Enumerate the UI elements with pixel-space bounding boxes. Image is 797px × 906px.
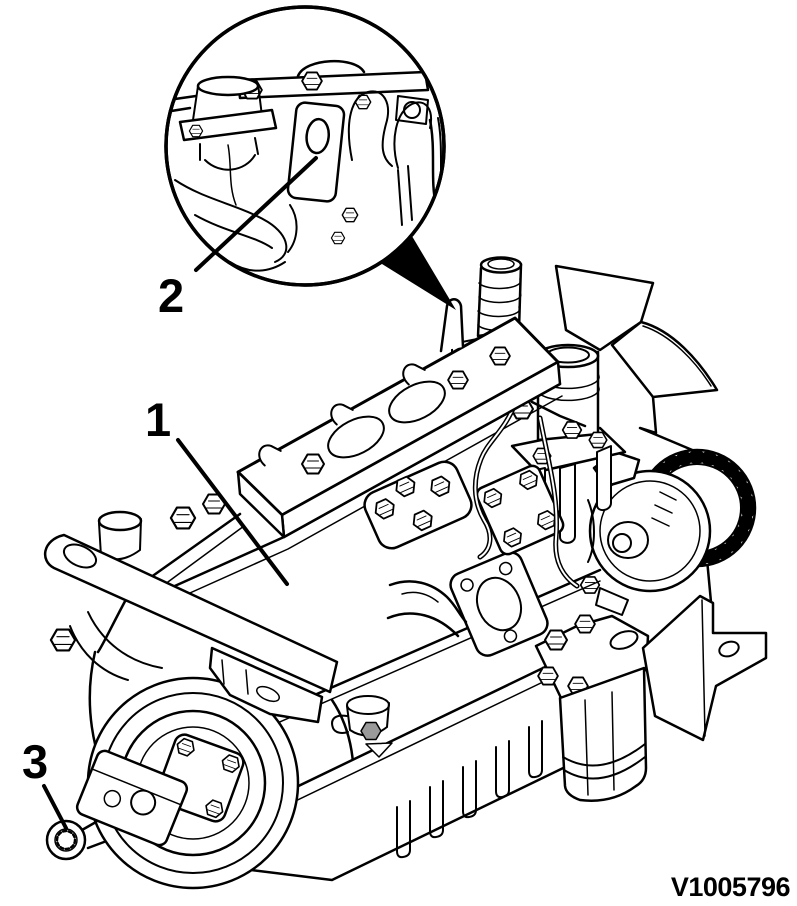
callouts: 1 2 3 V1005796: [22, 156, 791, 902]
magnifier-circle: [164, 5, 446, 287]
fuel-filter: [534, 614, 650, 802]
exhaust-flange: [386, 551, 549, 657]
lifting-eye: [331, 695, 393, 758]
side-cover-plates: [363, 460, 565, 556]
figure-reference-code: V1005796: [671, 872, 791, 902]
leader-line-3: [42, 784, 68, 830]
slotted-bracket: [286, 101, 346, 203]
engine-mount-bracket: [43, 533, 339, 724]
engine-illustration: [43, 256, 768, 890]
right-mount-bracket: [641, 594, 768, 742]
valve-cover: [236, 298, 562, 539]
leader-line-1: [176, 438, 289, 586]
cooling-fan: [554, 264, 719, 604]
shaded-bolt: [360, 721, 382, 741]
universal-joint: [45, 749, 189, 861]
leader-line-2: [194, 156, 318, 272]
callout-1-label: 1: [145, 393, 171, 446]
magnified-detail: [166, 60, 444, 272]
fuel-pipes: [472, 399, 580, 589]
alternator: [579, 448, 757, 616]
callout-2-label: 2: [158, 269, 184, 322]
callout-3-label: 3: [22, 735, 48, 788]
splined-shaft-end: [45, 819, 87, 861]
